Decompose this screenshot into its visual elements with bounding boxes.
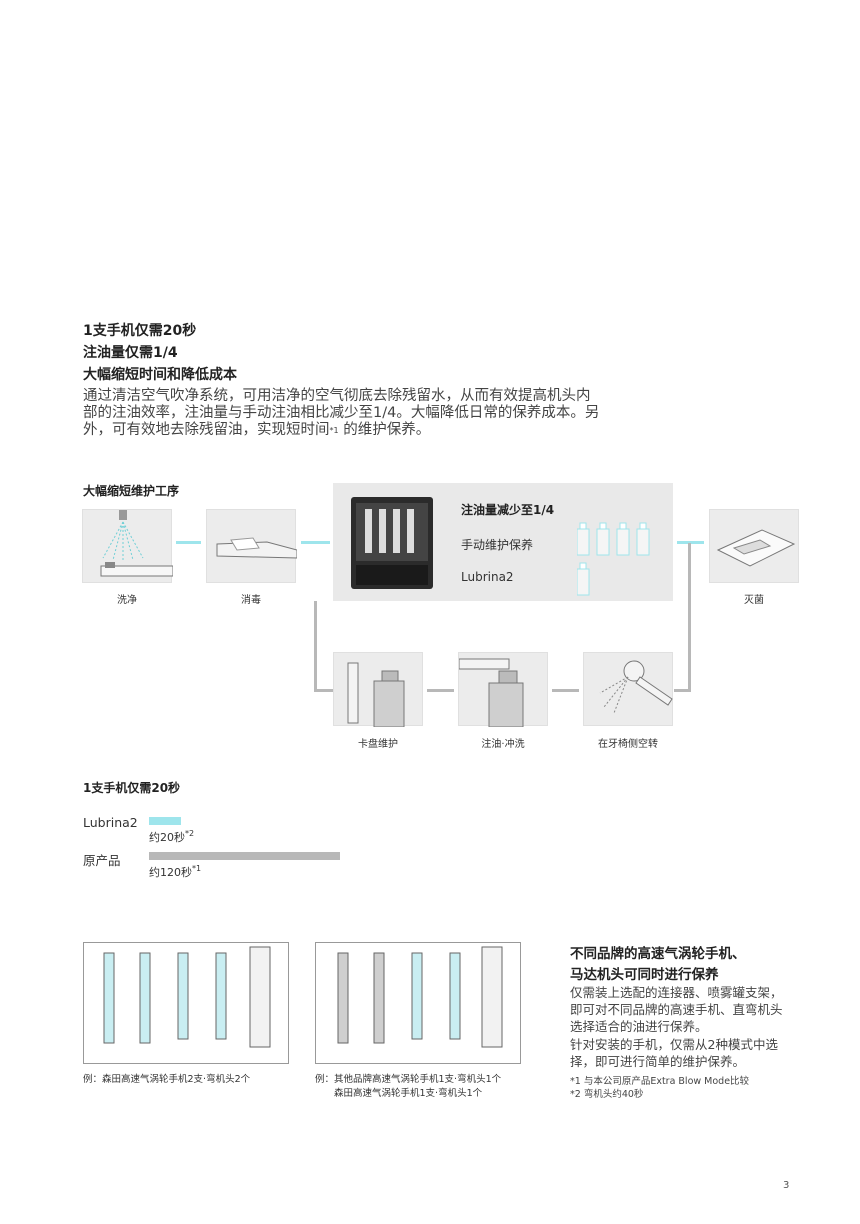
lubrina-time-bar <box>149 817 181 825</box>
feature-line-4: 针对安装的手机，仅需从2种模式中选 <box>570 1037 778 1052</box>
wash-caption: 洗净 <box>117 595 137 606</box>
lubrina-panel: 注油量减少至1/4 手动维护保养 Lubrina2 <box>333 483 673 601</box>
flow-line <box>301 541 330 544</box>
turbine-spray-icon <box>599 660 673 714</box>
sterilize-image <box>709 509 799 583</box>
wash-image <box>82 509 174 583</box>
sterilize-caption: 灭菌 <box>744 595 764 606</box>
feature-title-1: 不同品牌的高速气涡轮手机、 <box>570 946 746 962</box>
example-2-image <box>315 942 521 1064</box>
mixed-handpieces-icon <box>337 946 503 1048</box>
old-time-bar <box>149 852 340 860</box>
flow-line <box>427 689 454 692</box>
flow-line <box>176 541 201 544</box>
spray-icon <box>100 510 174 577</box>
flow-line <box>688 543 691 691</box>
feature-line-1: 仅需装上选配的连接器、喷雾罐支架， <box>570 985 783 1000</box>
flow-line <box>314 689 333 692</box>
footnote-2: *2 弯机头约40秒 <box>570 1089 644 1100</box>
process-title: 大幅缩短维护工序 <box>83 484 180 498</box>
timing-old-label: 原产品 <box>83 853 121 868</box>
intro-paragraph: 通过清洁空气吹净系统，可用洁净的空气彻底去除残留水，从而有效提高机头内部的注油效… <box>83 388 600 438</box>
feature-line-3: 选择适合的油进行保养。 <box>570 1019 708 1034</box>
panel-title: 注油量减少至1/4 <box>461 503 555 517</box>
flow-line <box>674 689 691 692</box>
lubrina-time: 约20秒*2 <box>149 829 195 844</box>
disinfect-image <box>206 509 298 583</box>
disinfect-caption: 消毒 <box>241 595 261 606</box>
timing-title: 1支手机仅需20秒 <box>83 781 181 795</box>
timing-lubrina-label: Lubrina2 <box>83 815 138 830</box>
old-time: 约120秒*1 <box>149 864 202 879</box>
flow-line <box>314 601 317 691</box>
handpiece-spray-icon <box>347 662 405 728</box>
example-2-caption-a: 例：其他品牌高速气涡轮手机1支·弯机头1个 <box>315 1074 502 1085</box>
feature-title-2: 马达机头可同时进行保养 <box>570 967 719 983</box>
idle-image <box>583 652 673 726</box>
lubrina-label: Lubrina2 <box>461 570 514 584</box>
chuck-caption: 卡盘维护 <box>358 739 398 750</box>
example-2-caption-b: 森田高速气涡轮手机1支·弯机头1个 <box>334 1088 483 1099</box>
handpieces-mounted-icon <box>103 946 271 1048</box>
lubrina-machine-icon <box>351 497 433 589</box>
headline-1: 1支手机仅需20秒 <box>83 323 197 339</box>
footnote-1: *1 与本公司原产品Extra Blow Mode比较 <box>570 1076 750 1087</box>
example-1-caption: 例：森田高速气涡轮手机2支·弯机头2个 <box>83 1074 251 1085</box>
chuck-image <box>333 652 423 728</box>
oil-flush-caption: 注油·冲洗 <box>481 739 525 750</box>
wipe-icon <box>216 537 298 559</box>
oil-flush-icon <box>458 658 524 728</box>
flow-line <box>552 689 579 692</box>
idle-caption: 在牙椅侧空转 <box>598 739 658 750</box>
page-number: 3 <box>783 1180 790 1191</box>
feature-line-2: 即可对不同品牌的高速手机、直弯机头 <box>570 1002 783 1017</box>
headline-2: 注油量仅需1/4 <box>83 345 178 361</box>
sterilization-pouch-icon <box>716 529 796 567</box>
oil-flush-image <box>458 652 548 728</box>
flow-line <box>677 541 704 544</box>
manual-label: 手动维护保养 <box>461 538 534 552</box>
oil-bottles-icon <box>577 522 650 556</box>
oil-bottle-icon <box>577 562 590 596</box>
headline-3: 大幅缩短时间和降低成本 <box>83 367 237 383</box>
example-1-image <box>83 942 289 1064</box>
feature-line-5: 择，即可进行简单的维护保养。 <box>570 1054 746 1069</box>
